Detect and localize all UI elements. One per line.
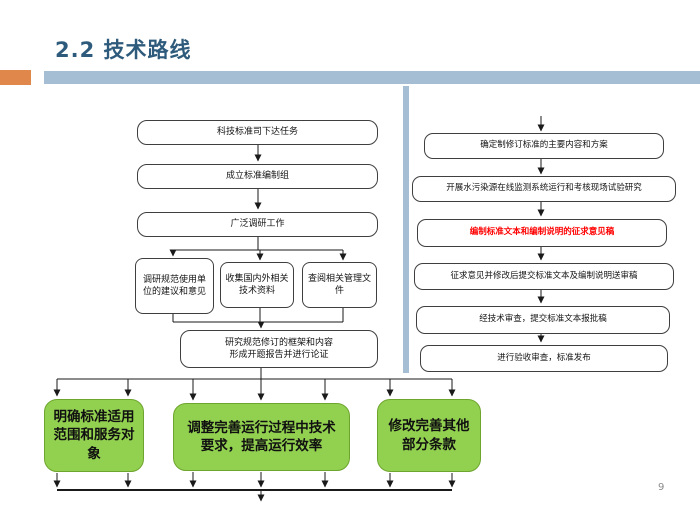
outcome-revise-other-clauses: 修改完善其他部分条款 <box>377 399 481 472</box>
flow-step-form-drafting-group: 成立标准编制组 <box>137 164 378 189</box>
flow-parallel-survey-users: 调研规范使用单位的建议和意见 <box>135 258 214 314</box>
accent-bar-blue <box>44 71 700 84</box>
flow-step-draft-for-comments: 编制标准文本和编制说明的征求意见稿 <box>417 219 667 247</box>
flow-step-task-assignment: 科技标准司下达任务 <box>137 120 378 145</box>
flow-step-research-work: 广泛调研工作 <box>137 212 378 237</box>
outcome-scope-and-targets: 明确标准适用范围和服务对象 <box>44 399 144 472</box>
flow-parallel-collect-materials: 收集国内外相关技术资料 <box>220 262 294 308</box>
column-divider <box>403 86 409 373</box>
page-number: 9 <box>658 482 665 493</box>
flow-step-framework-proposal: 研究规范修订的框架和内容 形成开题报告并进行论证 <box>180 330 378 368</box>
outcome-connectors <box>53 472 456 502</box>
flow-parallel-review-documents: 查阅相关管理文件 <box>302 262 377 308</box>
accent-bar-orange <box>0 70 31 85</box>
outcome-adjust-technical-requirements: 调整完善运行过程中技术要求，提高运行效率 <box>173 403 350 471</box>
left-flow-connectors <box>53 145 456 401</box>
flow-step-field-testing: 开展水污染源在线监测系统运行和考核现场试验研究 <box>412 176 676 202</box>
flow-step-submit-approval-draft: 经技术审查，提交标准文本报批稿 <box>416 306 670 334</box>
slide-title: 2.2 技术路线 <box>55 38 192 62</box>
flow-step-determine-content: 确定制修订标准的主要内容和方案 <box>424 133 664 159</box>
flow-step-acceptance-publish: 进行验收审查，标准发布 <box>420 345 668 372</box>
flow-step-submit-review-draft: 征求意见并修改后提交标准文本及编制说明送审稿 <box>414 263 674 290</box>
